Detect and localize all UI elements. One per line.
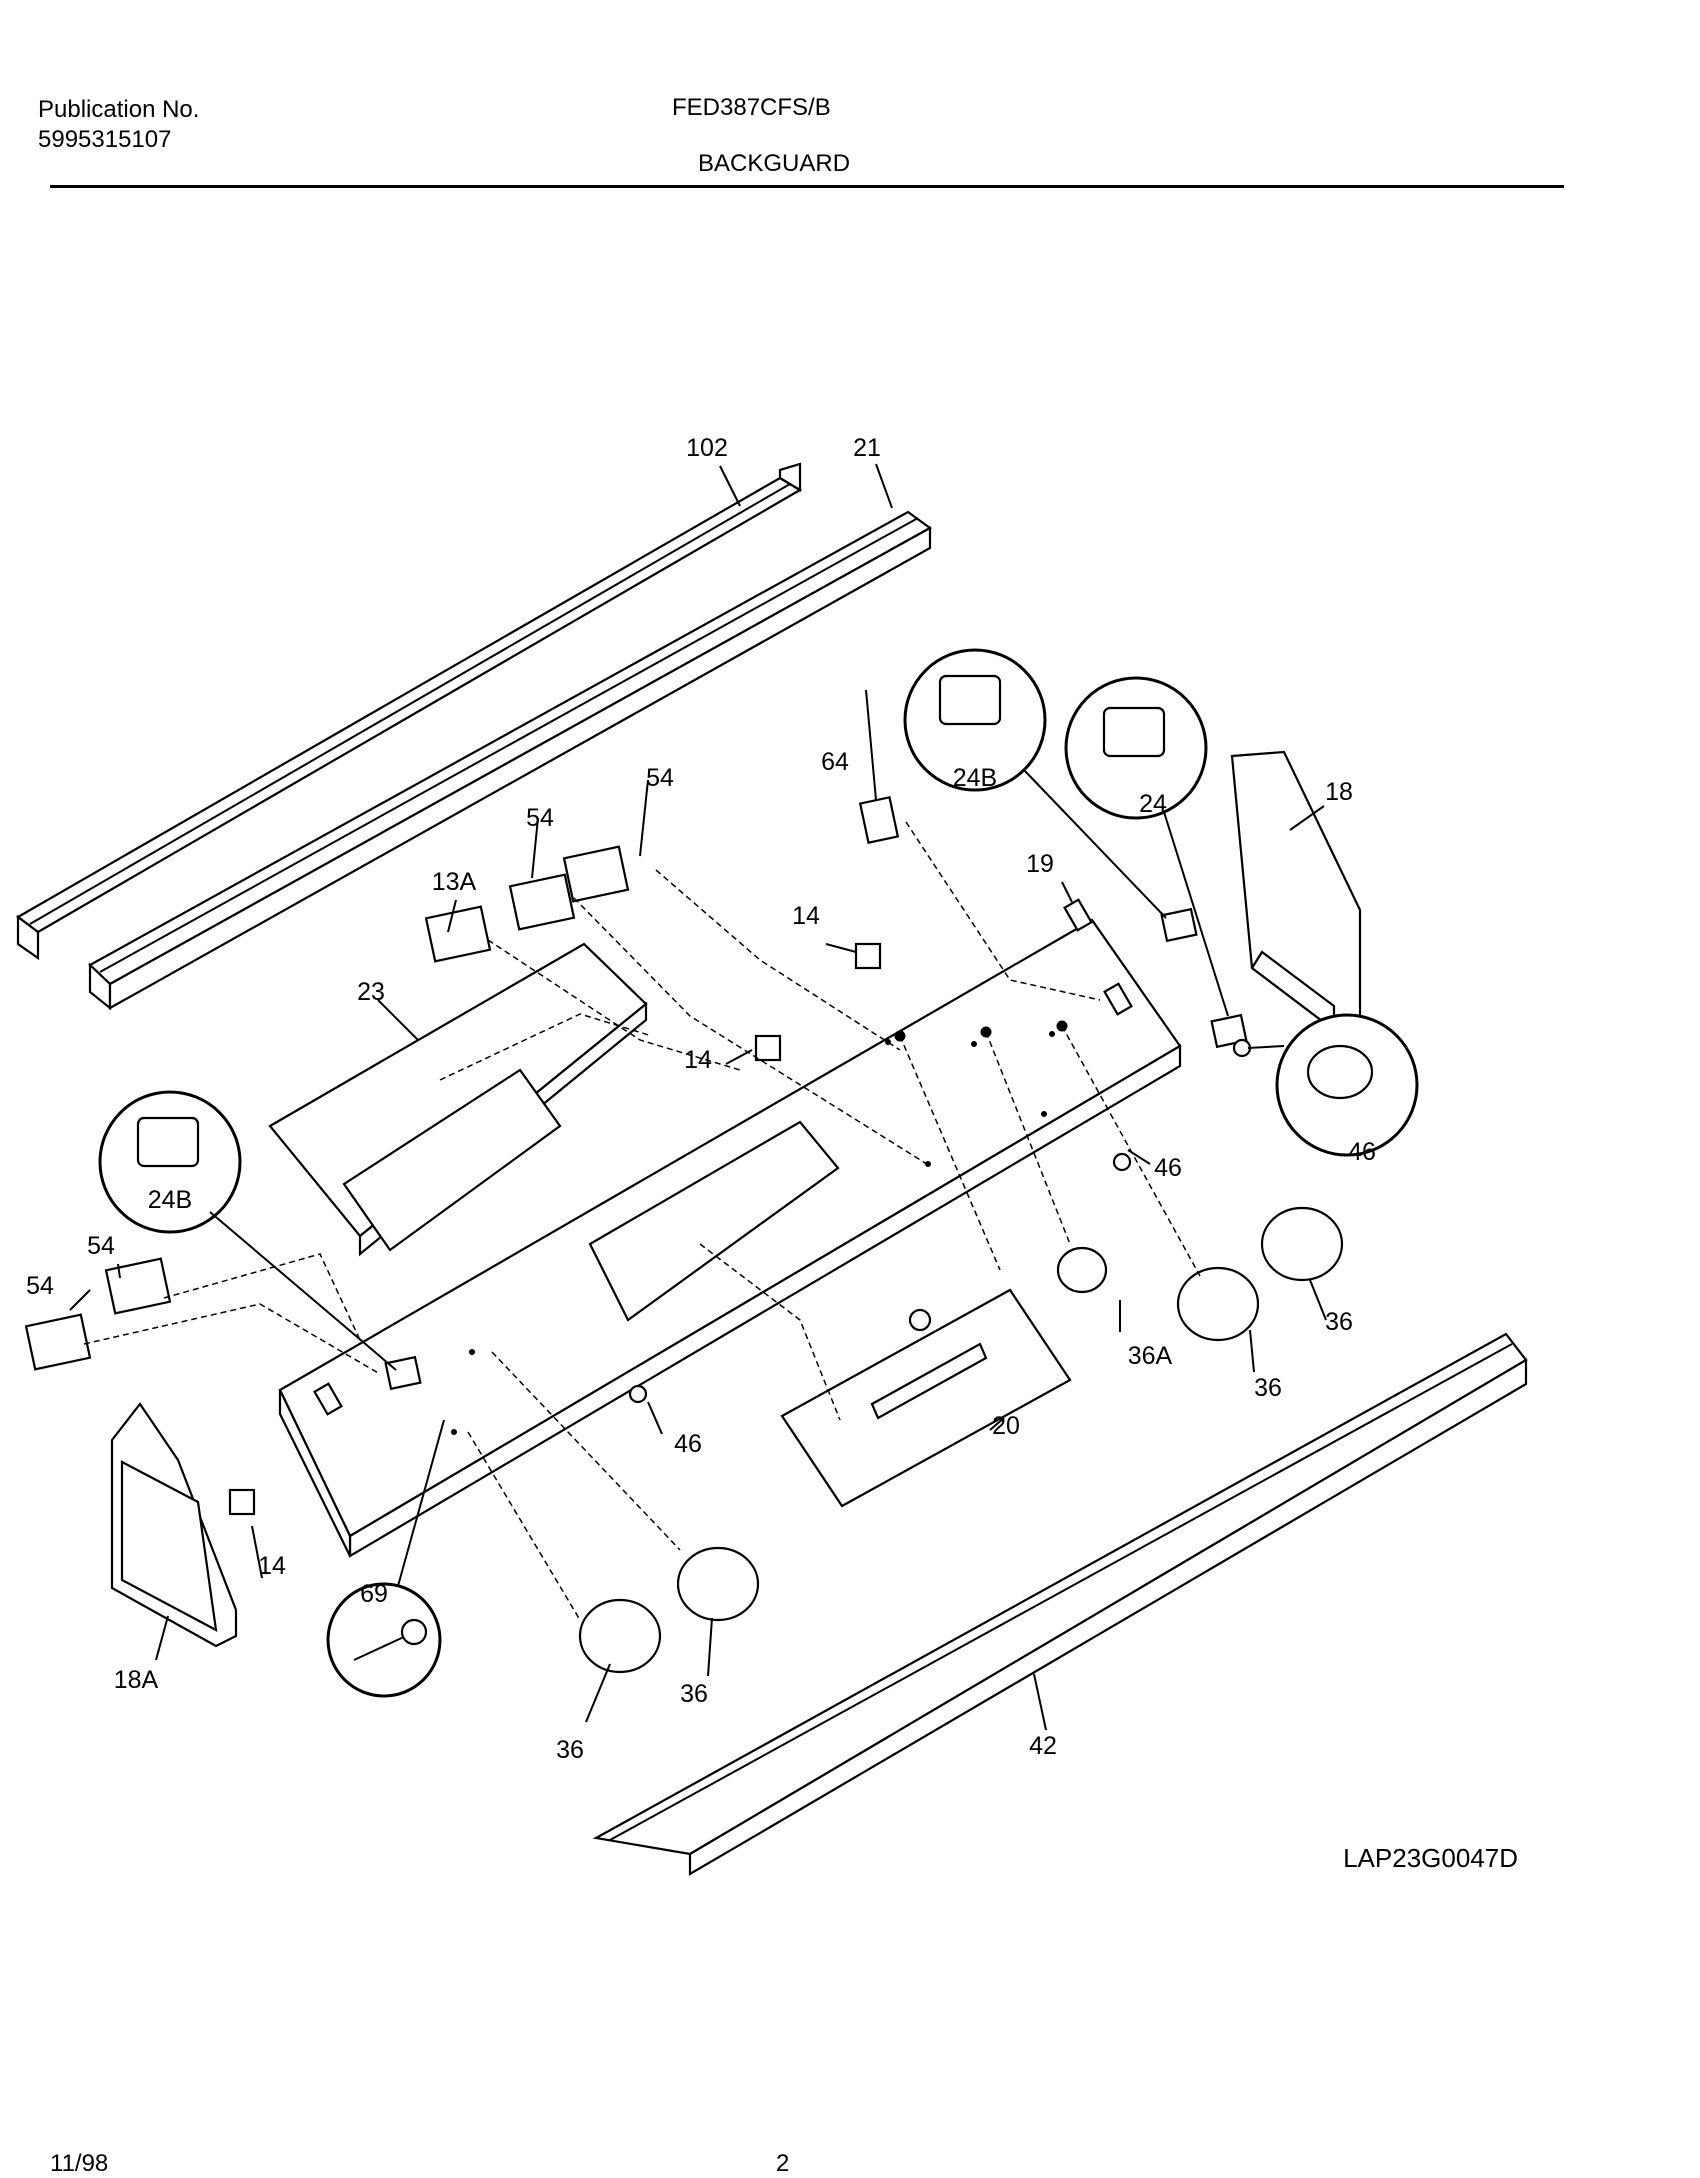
publication-label: Publication No.: [38, 96, 200, 123]
label-54-b: 54: [526, 804, 554, 832]
part-42-bottom-trim: [592, 1332, 1528, 1876]
footer-date: 11/98: [50, 2150, 109, 2177]
publication-number: 5995315107: [38, 126, 172, 153]
label-24: 24: [1139, 790, 1167, 818]
part-switches: [24, 796, 1248, 1516]
section-title: BACKGUARD: [698, 150, 851, 177]
part-knobs: [578, 1038, 1344, 1674]
label-14-c: 14: [258, 1552, 286, 1580]
label-102: 102: [686, 434, 728, 462]
label-54-d: 54: [26, 1272, 54, 1300]
label-64: 64: [821, 748, 849, 776]
label-23: 23: [357, 978, 385, 1006]
label-36-d: 36: [680, 1680, 708, 1708]
label-46-b: 46: [674, 1430, 702, 1458]
label-36-c: 36: [556, 1736, 584, 1764]
label-54-c: 54: [87, 1232, 115, 1260]
label-14-b: 14: [684, 1046, 712, 1074]
part-19-control-panel: [278, 898, 1182, 1558]
solid-leaders: [69, 463, 1327, 1731]
part-23-cover: [268, 942, 648, 1257]
part-20-electronic-clock: [780, 1288, 1072, 1508]
label-24B-top: 24B: [953, 764, 997, 792]
header-rule: [50, 185, 1564, 188]
part-21-extrusion: [88, 510, 933, 1011]
model-number: FED387CFS/B: [672, 94, 831, 121]
label-18: 18: [1325, 778, 1353, 806]
detail-circles: [98, 648, 1419, 1698]
label-54-a: 54: [646, 764, 674, 792]
part-18A-end-cap: [110, 1402, 238, 1648]
label-46-a: 46: [1154, 1154, 1182, 1182]
label-42: 42: [1029, 1732, 1057, 1760]
diagram-id: LAP23G0047D: [1343, 1843, 1518, 1873]
page-number: 2: [776, 2150, 790, 2177]
label-36A: 36A: [1128, 1342, 1173, 1370]
label-36-b: 36: [1254, 1374, 1282, 1402]
label-46-circle: 46: [1348, 1138, 1376, 1166]
label-14-a: 14: [792, 902, 820, 930]
label-20: 20: [992, 1412, 1020, 1440]
label-19: 19: [1026, 850, 1054, 878]
label-24B-left: 24B: [148, 1186, 192, 1214]
label-36-a: 36: [1325, 1308, 1353, 1336]
label-18A: 18A: [114, 1666, 159, 1694]
part-102-trim: [16, 462, 803, 961]
label-21: 21: [853, 434, 881, 462]
label-69: 69: [360, 1580, 388, 1608]
label-13A: 13A: [432, 868, 477, 896]
